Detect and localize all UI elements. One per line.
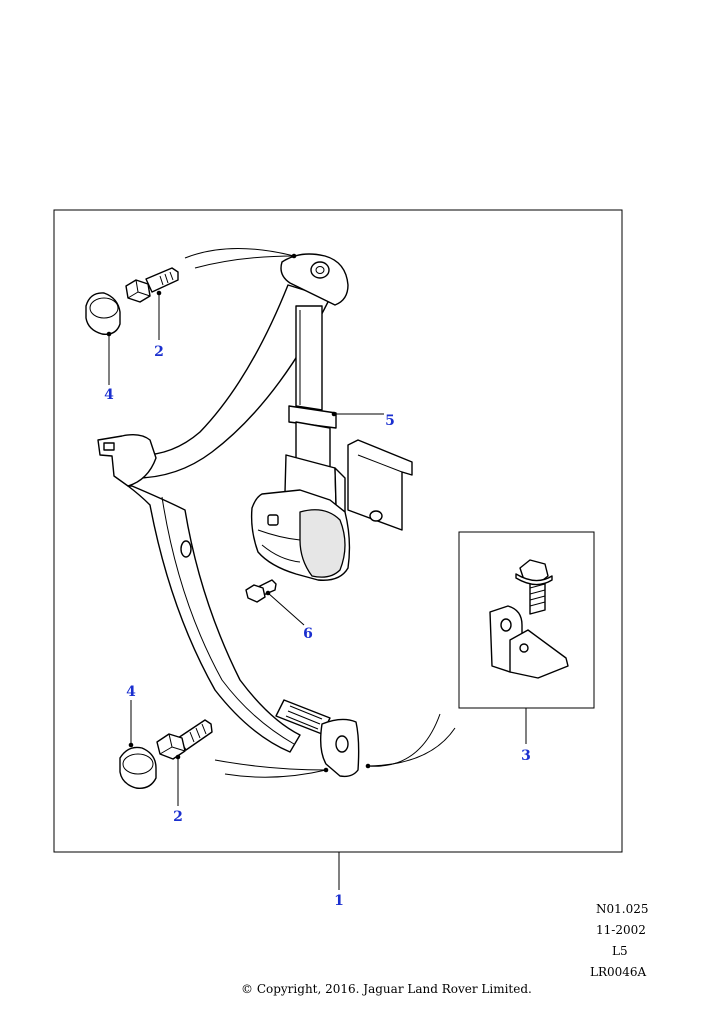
callout-4-top: 4 — [104, 387, 114, 403]
callout-4-bottom: 4 — [126, 684, 136, 700]
drawing-code: N01.025 — [596, 902, 649, 916]
copyright-notice: © Copyright, 2016. Jaguar Land Rover Lim… — [241, 982, 532, 996]
cap-top — [85, 292, 121, 335]
bolt-top — [125, 267, 179, 303]
callout-2-bottom: 2 — [173, 809, 183, 825]
drawing-date: 11-2002 — [596, 923, 646, 937]
leader-lines — [106, 247, 527, 890]
callout-6: 6 — [303, 626, 313, 642]
drawing-ref: LR0046A — [590, 965, 647, 979]
bolt-small — [245, 579, 277, 603]
callout-5: 5 — [385, 413, 395, 429]
seat-belt-assembly — [97, 253, 413, 778]
callout-2-top: 2 — [154, 344, 164, 360]
callout-3: 3 — [521, 748, 531, 764]
callout-1: 1 — [334, 893, 344, 909]
inset-bracket-kit — [489, 559, 569, 679]
inset-frame — [458, 531, 595, 709]
cap-bottom — [119, 746, 157, 789]
main-frame — [53, 209, 623, 853]
drawing-level: L5 — [612, 944, 628, 958]
bolt-bottom — [156, 719, 213, 760]
